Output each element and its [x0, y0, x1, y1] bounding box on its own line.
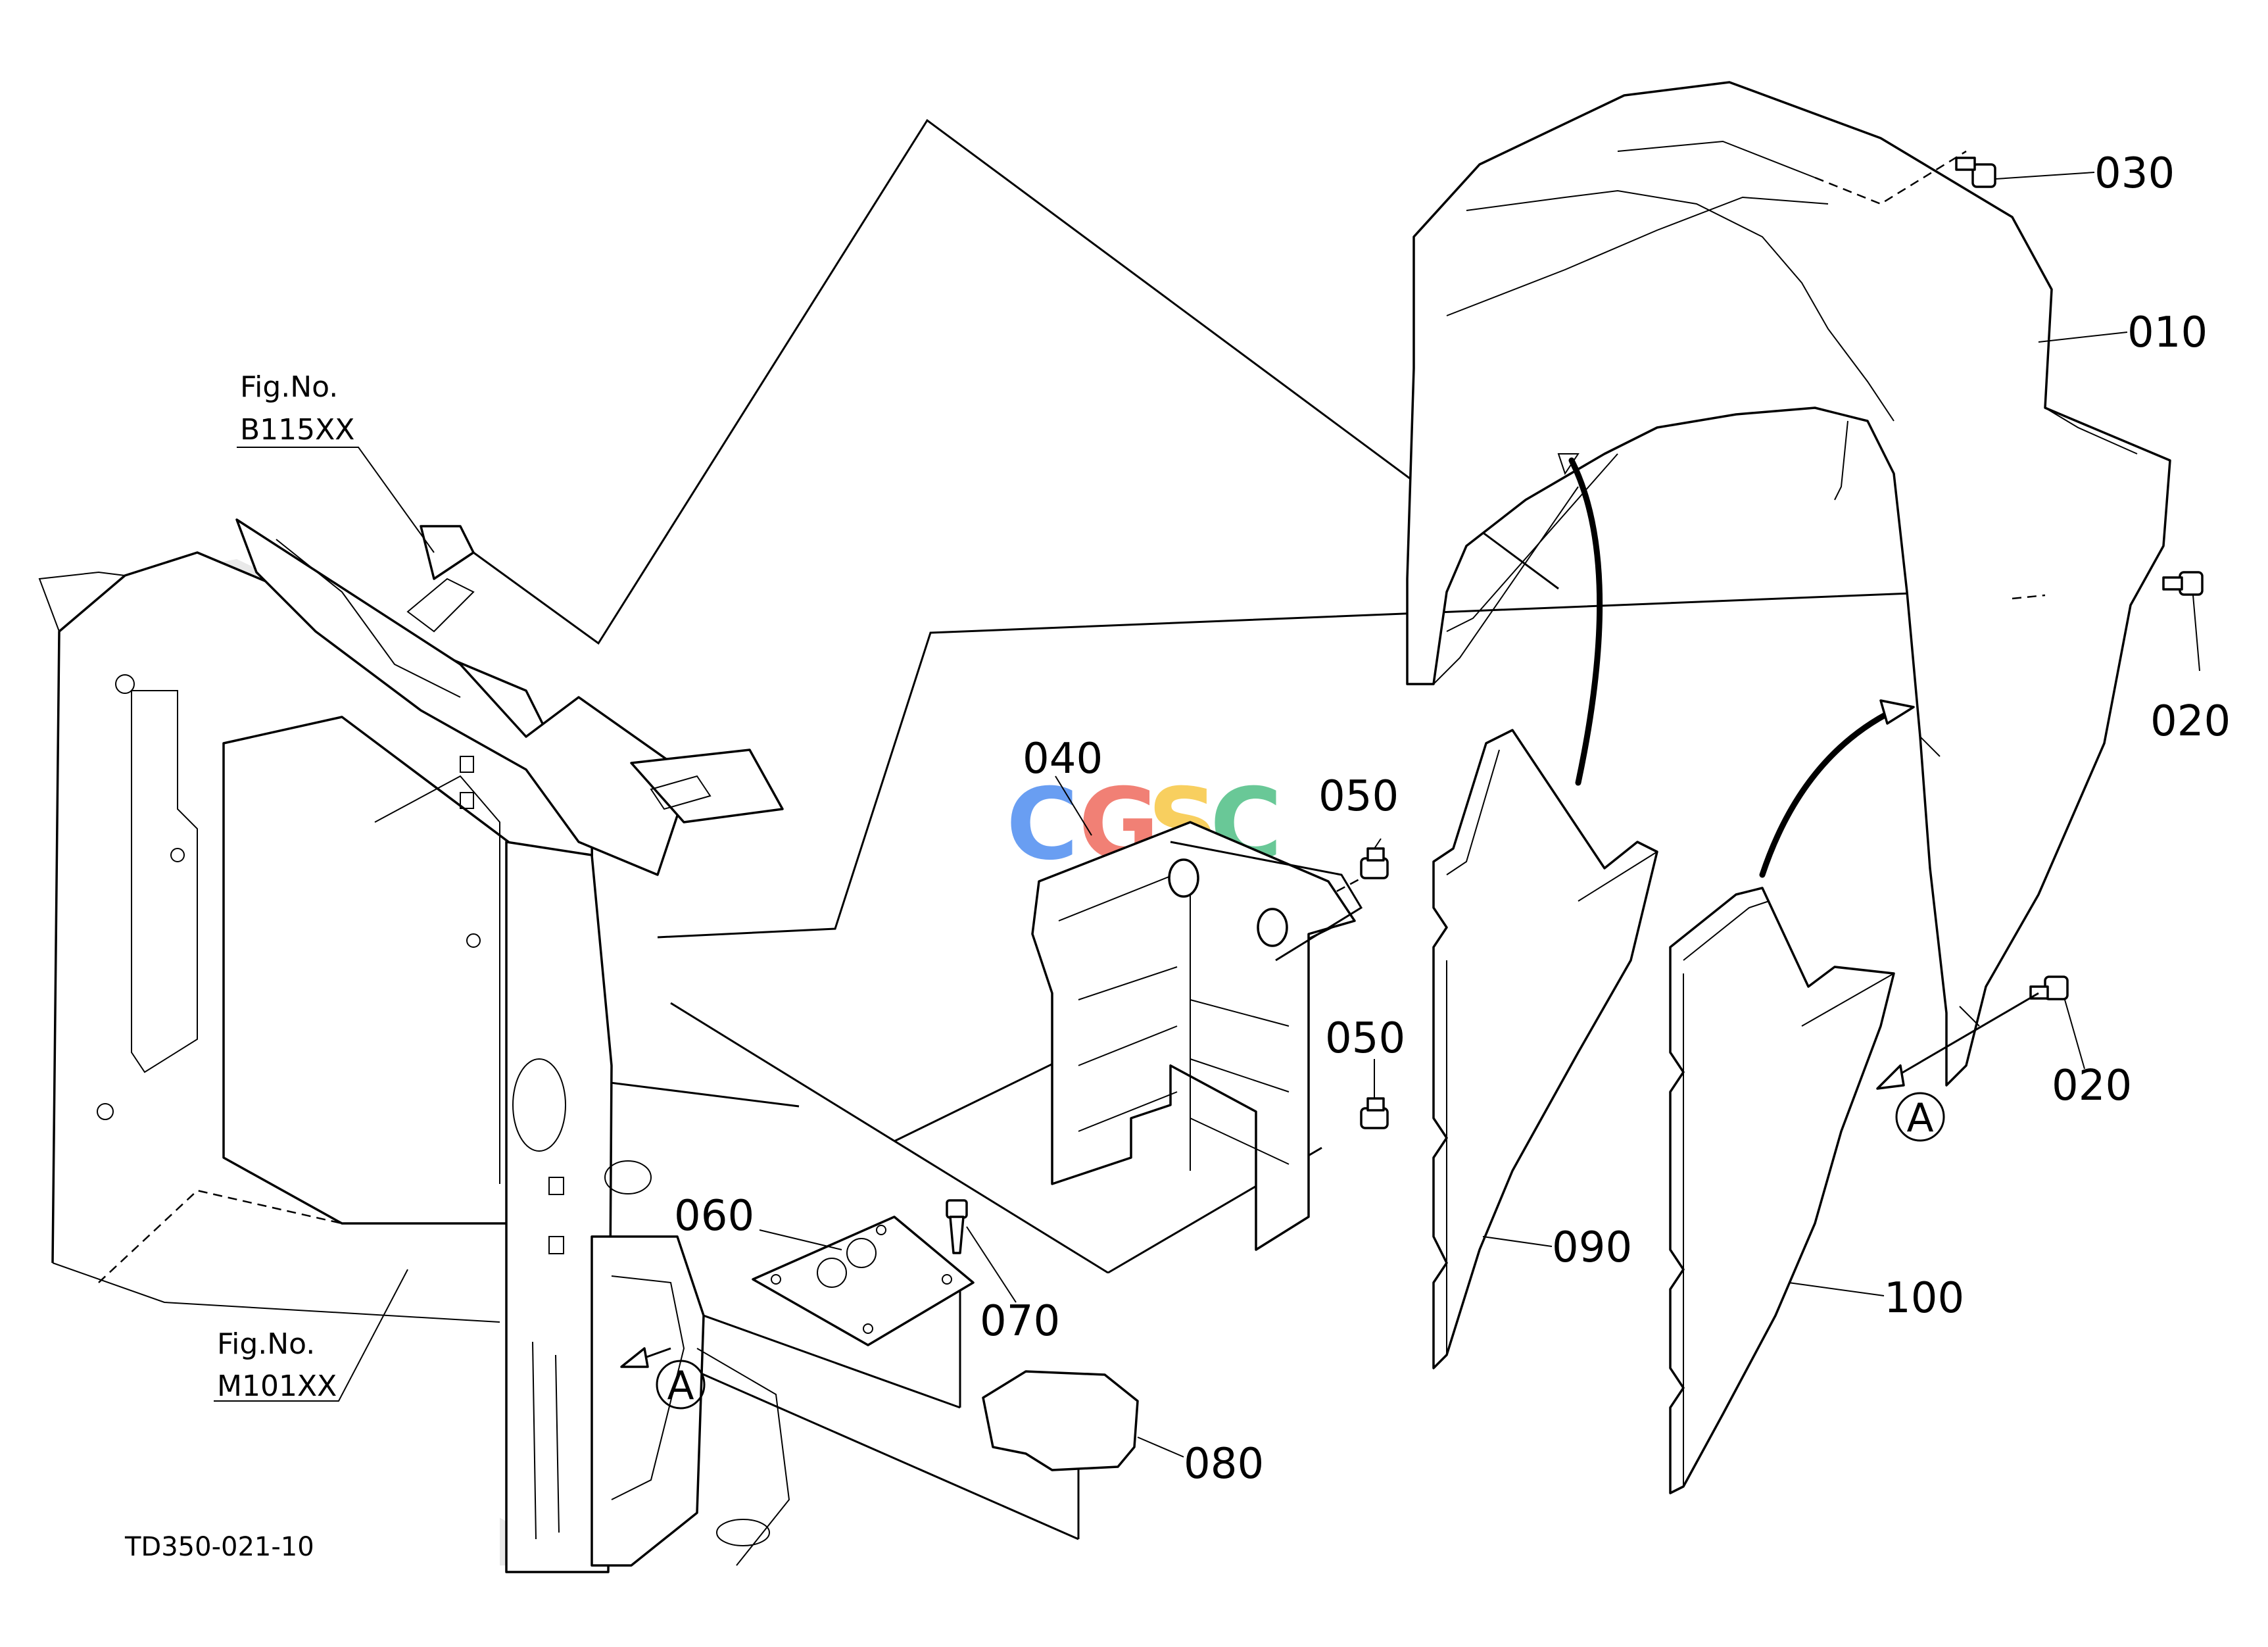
- view-arrows: [620, 992, 2039, 1368]
- part-040-cover: [1031, 821, 1363, 1251]
- watermark-letter-1: C: [1006, 768, 1078, 882]
- part-label-010: 010: [2127, 308, 2208, 357]
- part-label-020-upper: 020: [2150, 697, 2231, 746]
- leader-lines: [214, 172, 2200, 1458]
- part-label-100: 100: [1884, 1274, 1964, 1323]
- view-mark-a-left: A: [656, 1360, 706, 1410]
- connector-lines: [473, 118, 2141, 1540]
- frame-assembly: [38, 518, 790, 1573]
- bolt-050-lower: [1360, 1097, 1389, 1129]
- part-label-070: 070: [980, 1297, 1060, 1346]
- part-030-bolt: [1955, 157, 1996, 188]
- part-label-050-upper: 050: [1318, 772, 1399, 821]
- figure-ref-top-line1: Fig.No.: [240, 370, 338, 404]
- view-mark-a-right: A: [1895, 1092, 1945, 1142]
- assembly-arrows: [1557, 453, 1915, 878]
- part-020-bolt-lower: [2029, 975, 2069, 1000]
- bolt-050-upper: [1360, 847, 1389, 879]
- part-090-foam-panel: [1432, 729, 1658, 1369]
- view-mark-a-right-text: A: [1906, 1095, 1933, 1141]
- part-label-020-lower: 020: [2052, 1062, 2132, 1110]
- view-mark-a-left-text: A: [667, 1363, 694, 1409]
- part-010-hood: [1406, 81, 2171, 1087]
- figure-ref-b115xx: Fig.No. B115XX: [240, 370, 354, 447]
- part-020-bolt-upper: [2162, 571, 2204, 596]
- figure-ref-top-line2: B115XX: [240, 413, 354, 447]
- part-label-080: 080: [1184, 1440, 1264, 1488]
- part-100-foam-panel: [1669, 887, 1895, 1494]
- part-060-plate: [752, 1216, 975, 1346]
- part-label-090: 090: [1552, 1223, 1632, 1272]
- part-label-040: 040: [1023, 735, 1103, 783]
- part-label-050-lower: 050: [1325, 1014, 1405, 1063]
- part-label-060: 060: [674, 1192, 754, 1241]
- part-label-030: 030: [2094, 149, 2175, 198]
- part-080-pad: [982, 1370, 1139, 1471]
- drawing-code: TD350-021-10: [124, 1532, 314, 1562]
- figure-ref-m101xx: Fig.No. M101XX: [217, 1327, 337, 1403]
- figure-ref-bottom-line2: M101XX: [217, 1369, 337, 1403]
- figure-ref-bottom-line1: Fig.No.: [217, 1327, 315, 1361]
- part-050-bolts: [1360, 847, 1389, 1129]
- part-070-screw: [946, 1199, 968, 1254]
